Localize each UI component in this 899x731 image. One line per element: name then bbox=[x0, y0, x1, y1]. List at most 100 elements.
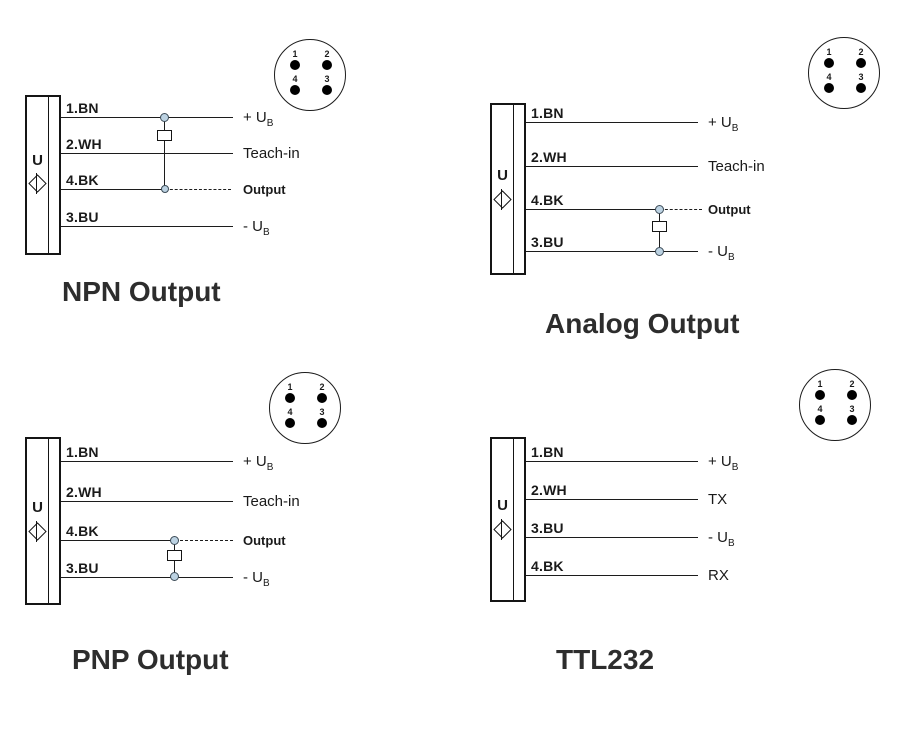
connector-pin-number: 2 bbox=[319, 382, 325, 392]
connector-pin-dot bbox=[322, 60, 332, 70]
connector-pin-number: 1 bbox=[826, 47, 832, 57]
connector-pinout-icon: 1 2 4 3 bbox=[808, 37, 880, 109]
connector-pin-number: 4 bbox=[826, 72, 832, 82]
connector-pin-dot bbox=[290, 60, 300, 70]
pin-label: 4.BK bbox=[66, 172, 99, 188]
diagram-title: NPN Output bbox=[62, 276, 221, 307]
wire-line bbox=[61, 153, 233, 154]
pin-label: 3.BU bbox=[66, 560, 99, 576]
resistor-branch-line bbox=[164, 118, 165, 190]
sensor-symbol-line bbox=[501, 189, 503, 210]
wire-line-dashed bbox=[165, 189, 231, 190]
connector-pinout-icon: 1 2 4 3 bbox=[274, 39, 346, 111]
diagram-title: PNP Output bbox=[72, 644, 229, 675]
signal-label: TX bbox=[708, 491, 728, 508]
wire-line bbox=[61, 577, 233, 578]
signal-label: Output bbox=[243, 533, 286, 548]
sensor-divider bbox=[48, 439, 49, 603]
wire-line bbox=[61, 501, 233, 502]
diagram-title: TTL232 bbox=[556, 644, 655, 675]
sensor-divider bbox=[48, 97, 49, 253]
sensor-symbol-line bbox=[36, 521, 38, 542]
wire-line bbox=[526, 122, 698, 123]
junction-node-icon bbox=[170, 536, 179, 545]
wire-line bbox=[526, 461, 698, 462]
pin-label: 2.WH bbox=[66, 136, 102, 152]
sensor-body: U bbox=[490, 103, 526, 275]
pin-label: 1.BN bbox=[531, 105, 564, 121]
signal-label: + UB bbox=[708, 453, 739, 473]
signal-label: Teach-in bbox=[243, 493, 300, 510]
connector-pin-number: 2 bbox=[858, 47, 864, 57]
connector-pin-number: 3 bbox=[849, 404, 855, 414]
sensor-body: U bbox=[25, 95, 61, 255]
connector-pin-dot bbox=[815, 390, 825, 400]
connector-pin-dot bbox=[317, 418, 327, 428]
connector-pin-number: 1 bbox=[817, 379, 823, 389]
wire-line bbox=[61, 189, 165, 190]
signal-label: - UB bbox=[243, 569, 270, 589]
connector-pin-dot bbox=[856, 83, 866, 93]
wire-line bbox=[526, 209, 660, 210]
signal-label: - UB bbox=[708, 243, 735, 263]
connector-pin-dot bbox=[317, 393, 327, 403]
wire-line bbox=[61, 461, 233, 462]
connector-pin-dot bbox=[285, 418, 295, 428]
signal-label: Teach-in bbox=[708, 158, 765, 175]
wire-line bbox=[526, 499, 698, 500]
resistor-icon bbox=[652, 221, 667, 232]
connector-pin-dot bbox=[290, 85, 300, 95]
connector-pinout-icon: 1 2 4 3 bbox=[799, 369, 871, 441]
wire-line bbox=[526, 575, 698, 576]
wire-line bbox=[61, 540, 175, 541]
pin-label: 4.BK bbox=[531, 192, 564, 208]
connector-pin-number: 4 bbox=[292, 74, 298, 84]
signal-label: - UB bbox=[243, 218, 270, 238]
signal-label: + UB bbox=[243, 453, 274, 473]
connector-pin-number: 2 bbox=[324, 49, 330, 59]
connector-pin-dot bbox=[322, 85, 332, 95]
pin-label: 3.BU bbox=[66, 209, 99, 225]
connector-pin-dot bbox=[847, 415, 857, 425]
signal-label: Teach-in bbox=[243, 145, 300, 162]
pin-label: 4.BK bbox=[66, 523, 99, 539]
pin-label: 3.BU bbox=[531, 520, 564, 536]
wire-line-dashed bbox=[660, 209, 702, 210]
sensor-label: U bbox=[497, 167, 508, 184]
connector-pin-dot bbox=[824, 58, 834, 68]
sensor-label: U bbox=[32, 152, 43, 169]
connector-pin-number: 4 bbox=[817, 404, 823, 414]
junction-node-icon bbox=[170, 572, 179, 581]
signal-label: Output bbox=[708, 202, 751, 217]
sensor-symbol-line bbox=[501, 519, 503, 540]
junction-node-icon bbox=[655, 205, 664, 214]
signal-label: - UB bbox=[708, 529, 735, 549]
resistor-icon bbox=[157, 130, 172, 141]
connector-pin-dot bbox=[824, 83, 834, 93]
pin-label: 1.BN bbox=[66, 100, 99, 116]
signal-label: RX bbox=[708, 567, 729, 584]
sensor-label: U bbox=[32, 499, 43, 516]
pin-label: 4.BK bbox=[531, 558, 564, 574]
signal-label: + UB bbox=[243, 109, 274, 129]
connector-pin-number: 3 bbox=[324, 74, 330, 84]
sensor-symbol-line bbox=[36, 173, 38, 194]
connector-pin-number: 1 bbox=[292, 49, 298, 59]
junction-node-icon bbox=[161, 185, 169, 193]
pin-label: 2.WH bbox=[66, 484, 102, 500]
connector-pin-dot bbox=[815, 415, 825, 425]
connector-pin-number: 1 bbox=[287, 382, 293, 392]
pin-label: 1.BN bbox=[531, 444, 564, 460]
sensor-body: U bbox=[25, 437, 61, 605]
sensor-label: U bbox=[497, 497, 508, 514]
junction-node-icon bbox=[655, 247, 664, 256]
pin-label: 2.WH bbox=[531, 482, 567, 498]
wire-line bbox=[526, 166, 698, 167]
sensor-divider bbox=[513, 439, 514, 600]
wire-line bbox=[526, 251, 698, 252]
